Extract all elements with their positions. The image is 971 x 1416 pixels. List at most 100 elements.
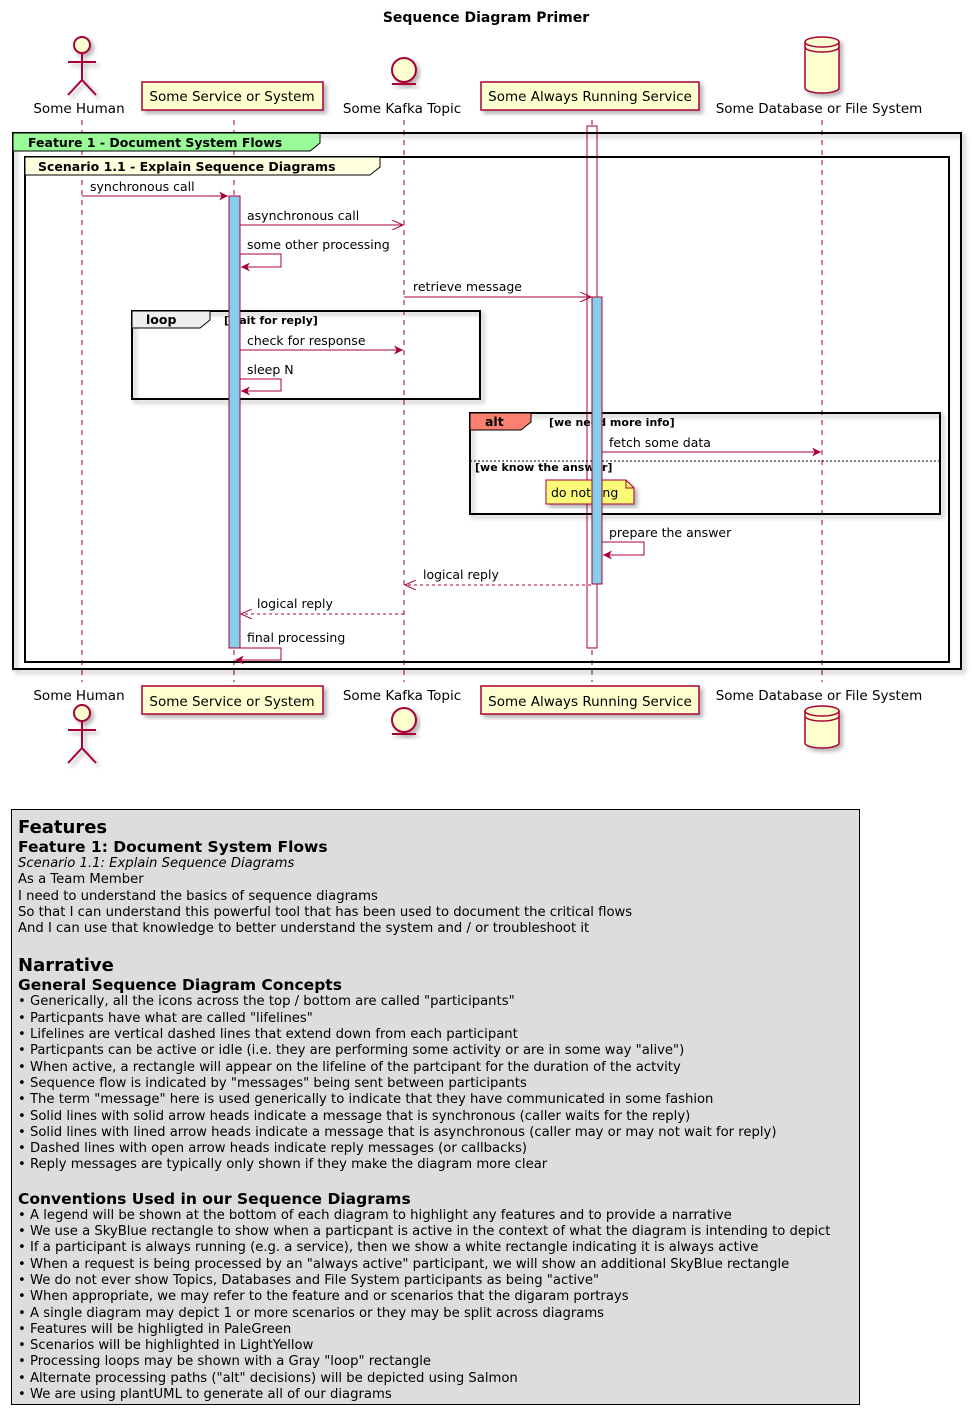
legend-bullet-item: • Processing loops may be shown with a G…	[18, 1354, 853, 1370]
scenario-label: Scenario 1.1 - Explain Sequence Diagrams	[38, 159, 336, 174]
else-condition: [we know the answer]	[475, 461, 612, 474]
legend-bullet-text: Dashed lines with open arrow heads indic…	[29, 1141, 528, 1157]
participant-human-top: Some Human	[33, 101, 124, 117]
bullet-icon: •	[18, 1272, 30, 1288]
legend-bullet-item: • Lifelines are vertical dashed lines th…	[18, 1027, 853, 1043]
legend-bullet-item: • Particpants can be active or idle (i.e…	[18, 1043, 853, 1059]
alt-group	[469, 412, 941, 515]
participant-kafka-bottom: Some Kafka Topic	[343, 688, 461, 704]
legend-bullet-item: • The term "message" here is used generi…	[18, 1092, 853, 1108]
alt-condition: [we need more info]	[549, 416, 675, 429]
legend-box: Features Feature 1: Document System Flow…	[11, 809, 860, 1405]
legend-bullet-text: Scenarios will be highlighted in LightYe…	[29, 1338, 314, 1354]
msg-logical-reply-2: logical reply	[257, 596, 333, 611]
loop-condition: [wait for reply]	[224, 314, 318, 327]
bullet-icon: •	[18, 1010, 30, 1026]
bullet-icon: •	[18, 1387, 30, 1403]
legend-bullet-item: • Solid lines with lined arrow heads ind…	[18, 1125, 853, 1141]
bullet-icon: •	[18, 1207, 30, 1223]
arrow-final-processing	[235, 647, 282, 665]
bullet-icon: •	[18, 1338, 30, 1354]
legend-bullet-text: When appropriate, we may refer to the fe…	[29, 1289, 629, 1305]
legend-story-line: So that I can understand this powerful t…	[18, 904, 633, 920]
msg-logical-reply-1: logical reply	[423, 567, 499, 582]
msg-final-processing: final processing	[247, 630, 345, 645]
legend-bullet-item: • When a request is being processed by a…	[18, 1257, 853, 1273]
note-shape	[545, 479, 635, 505]
loop-group	[131, 310, 481, 400]
participant-service-bottom: Some Service or System	[149, 694, 314, 710]
legend-bullet-text: We are using plantUML to generate all of…	[29, 1387, 392, 1403]
participant-database-top: Some Database or File System	[716, 101, 923, 117]
legend-narrative-heading: Narrative	[18, 955, 114, 977]
diagram-title: Sequence Diagram Primer	[383, 10, 589, 26]
entity-icon	[391, 57, 417, 85]
entity-icon-bottom	[391, 707, 417, 735]
msg-asynchronous-call: asynchronous call	[247, 208, 359, 223]
bullet-icon: •	[18, 1059, 30, 1075]
legend-bullet-item: • Generically, all the icons across the …	[18, 994, 853, 1010]
bullet-icon: •	[18, 1289, 30, 1305]
legend-bullet-text: Sequence flow is indicated by "messages"…	[29, 1075, 527, 1091]
legend-bullet-text: Processing loops may be shown with a Gra…	[29, 1354, 431, 1370]
legend-concepts-list: • Generically, all the icons across the …	[18, 994, 853, 1173]
participant-always-running-top: Some Always Running Service	[488, 89, 692, 105]
legend-bullet-item: • When active, a rectangle will appear o…	[18, 1060, 853, 1076]
legend-bullet-text: Reply messages are typically only shown …	[29, 1157, 548, 1173]
bullet-icon: •	[18, 1108, 30, 1124]
participant-human-bottom: Some Human	[33, 688, 124, 704]
legend-bullet-text: A legend will be shown at the bottom of …	[29, 1207, 732, 1223]
legend-story-line: And I can use that knowledge to better u…	[18, 921, 590, 937]
sequence-diagram: Sequence Diagram Primer Feature 1 - Docu…	[12, 10, 962, 764]
legend-bullet-item: • Alternate processing paths ("alt" deci…	[18, 1371, 853, 1387]
bullet-icon: •	[18, 1370, 30, 1386]
legend-bullet-item: • Particpants have what are called "life…	[18, 1011, 853, 1027]
msg-retrieve-message: retrieve message	[413, 279, 522, 294]
actor-icon-bottom	[67, 704, 97, 764]
legend-bullet-item: • When appropriate, we may refer to the …	[18, 1289, 853, 1305]
activation-always-running	[591, 296, 603, 585]
msg-check-for-response: check for response	[247, 333, 366, 348]
bullet-icon: •	[18, 1043, 30, 1059]
participant-kafka-top: Some Kafka Topic	[343, 101, 461, 117]
legend-bullet-text: Particpants have what are called "lifeli…	[29, 1010, 313, 1026]
participant-box-always-running-bottom	[480, 685, 700, 715]
legend-bullet-text: Alternate processing paths ("alt" decisi…	[29, 1370, 518, 1386]
bullet-icon: •	[18, 1256, 30, 1272]
legend-bullet-text: We do not ever show Topics, Databases an…	[29, 1272, 600, 1288]
msg-prepare-the-answer: prepare the answer	[609, 525, 732, 540]
legend-bullet-item: • Dashed lines with open arrow heads ind…	[18, 1141, 853, 1157]
bullet-icon: •	[18, 1305, 30, 1321]
database-icon-bottom	[804, 705, 840, 749]
legend-story-line: As a Team Member	[18, 872, 144, 888]
feature-group	[12, 132, 962, 670]
bullet-icon: •	[18, 1141, 30, 1157]
legend-bullet-text: When active, a rectangle will appear on …	[29, 1059, 681, 1075]
legend-bullet-text: Features will be highligted in PaleGreen	[29, 1321, 292, 1337]
bullet-icon: •	[18, 1157, 30, 1173]
participant-service-top: Some Service or System	[149, 89, 314, 105]
database-icon	[804, 36, 840, 94]
activation-service	[228, 195, 241, 649]
participant-box-service-bottom	[141, 685, 324, 715]
legend-bullet-text: Generically, all the icons across the to…	[29, 994, 515, 1010]
legend-bullet-item: • We use a SkyBlue rectangle to show whe…	[18, 1224, 853, 1240]
legend-conventions-list: • A legend will be shown at the bottom o…	[18, 1208, 853, 1404]
legend-bullet-text: The term "message" here is used generica…	[29, 1092, 714, 1108]
bullet-icon: •	[18, 994, 30, 1010]
legend-bullet-text: Particpants can be active or idle (i.e. …	[29, 1043, 685, 1059]
msg-some-other-processing: some other processing	[247, 237, 390, 252]
legend-bullet-item: • A single diagram may depict 1 or more …	[18, 1306, 853, 1322]
legend-bullet-item: • We do not ever show Topics, Databases …	[18, 1273, 853, 1289]
feature-label: Feature 1 - Document System Flows	[28, 135, 282, 150]
legend-bullet-item: • Sequence flow is indicated by "message…	[18, 1076, 853, 1092]
arrow-sleep-n	[240, 378, 282, 396]
bullet-icon: •	[18, 1124, 30, 1140]
note-text: do nothing	[551, 485, 618, 500]
bullet-icon: •	[18, 1321, 30, 1337]
legend-feature-title: Feature 1: Document System Flows	[18, 838, 328, 856]
scenario-group	[24, 156, 950, 663]
legend-bullet-text: Solid lines with solid arrow heads indic…	[29, 1108, 691, 1124]
legend-bullet-item: • If a participant is always running (e.…	[18, 1240, 853, 1256]
legend-bullet-item: • Solid lines with solid arrow heads ind…	[18, 1109, 853, 1125]
